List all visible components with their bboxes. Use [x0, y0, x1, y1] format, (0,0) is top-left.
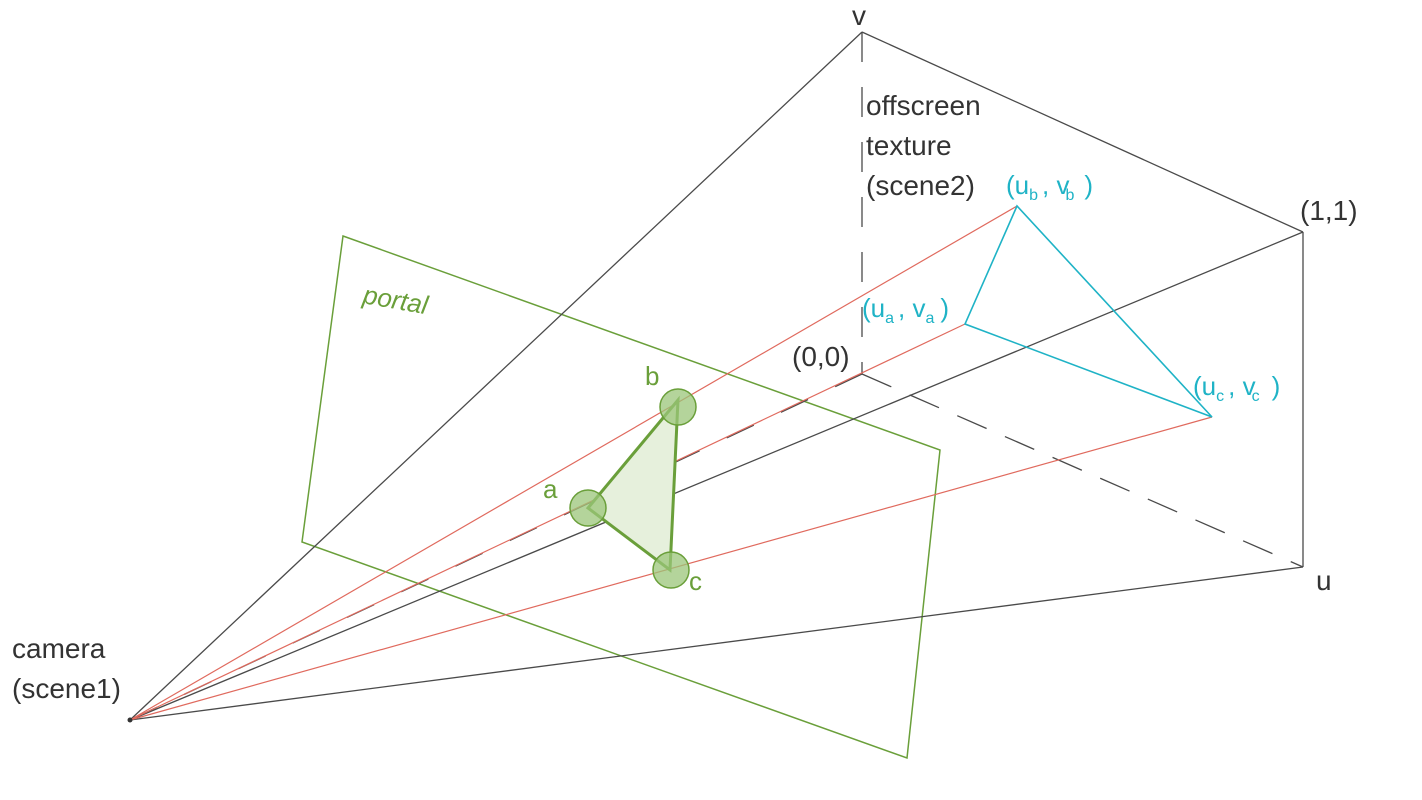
uv-a-sub-u: a — [885, 310, 894, 327]
vertex-c-circle-icon — [652, 551, 690, 589]
texture-u-axis-dashed — [861, 373, 1304, 568]
uv-a-open: (u — [862, 293, 885, 323]
vertex-a-label: a — [543, 474, 558, 504]
uv-b-mid: , v — [1042, 170, 1069, 200]
portal-triangle — [585, 395, 680, 573]
camera-label-line1: camera — [12, 633, 106, 664]
portal-label: portal — [360, 279, 431, 320]
portal-plane — [301, 234, 941, 760]
uv-b-open: (u — [1006, 170, 1029, 200]
v-axis-label: v — [852, 0, 866, 31]
ray-a — [129, 323, 966, 721]
uv-a-close: ) — [940, 293, 949, 323]
frustum-edge-to-corner-11 — [129, 231, 1304, 721]
vertex-b-circle-icon — [659, 388, 697, 426]
uv-label-a: (ua, va) — [862, 293, 949, 327]
uv-c-open: (u — [1193, 371, 1216, 401]
frustum-edge-to-v — [129, 31, 863, 721]
uv-a-sub-v: a — [925, 310, 934, 327]
uv-b-sub-v: b — [1065, 187, 1074, 204]
uv-triangle — [963, 204, 1213, 418]
corner-11-label: (1,1) — [1300, 195, 1358, 226]
uv-label-c: (uc, vc) — [1193, 371, 1280, 405]
uv-c-sub-u: c — [1216, 388, 1224, 405]
camera-label-line2: (scene1) — [12, 673, 121, 704]
texture-label-line1: offscreen — [866, 90, 981, 121]
frustum-edges — [129, 31, 1304, 721]
uv-c-mid: , v — [1228, 371, 1255, 401]
uv-c-sub-v: c — [1252, 388, 1260, 405]
uv-b-sub-u: b — [1029, 187, 1038, 204]
frustum-edge-to-u — [129, 566, 1304, 721]
corner-00-label: (0,0) — [792, 341, 850, 372]
texture-top-edge — [861, 31, 1304, 233]
vertex-a-circle-icon — [569, 489, 607, 527]
uv-b-close: ) — [1084, 170, 1093, 200]
uv-a-mid: , v — [898, 293, 925, 323]
texture-plane-edges — [129, 31, 1304, 721]
texture-label-line3: (scene2) — [866, 170, 975, 201]
ray-b — [129, 205, 1018, 721]
uv-label-b: (ub, vb) — [1006, 170, 1093, 204]
camera-origin-icon — [127, 717, 133, 723]
vertex-b-label: b — [645, 361, 659, 391]
vertex-c-label: c — [689, 566, 702, 596]
texture-label-line2: texture — [866, 130, 952, 161]
uv-c-close: ) — [1272, 371, 1281, 401]
portal-triangle-shading — [588, 400, 678, 570]
u-axis-label: u — [1316, 565, 1332, 596]
